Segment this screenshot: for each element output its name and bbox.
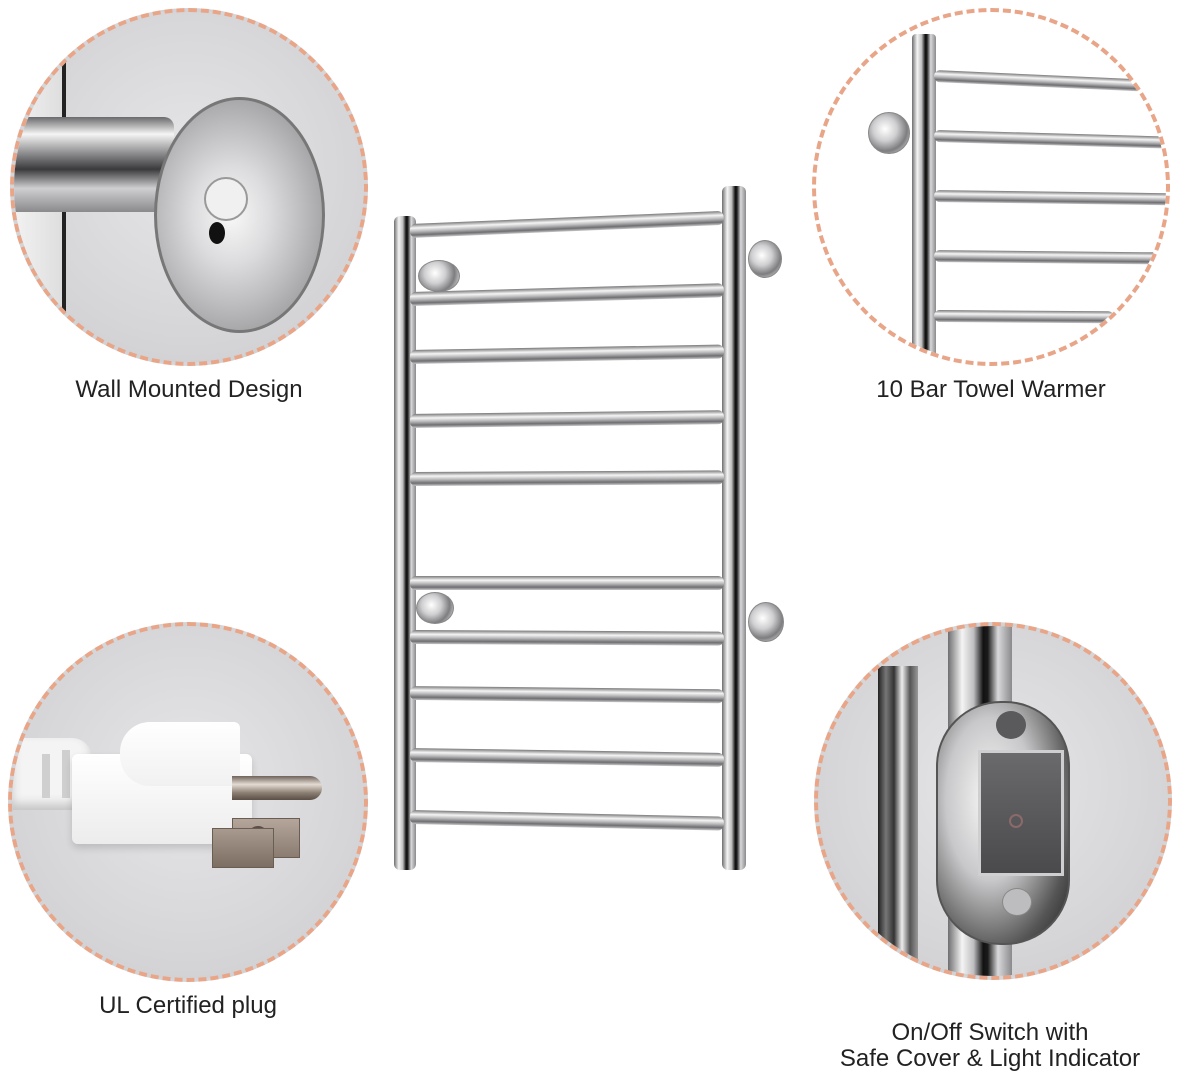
- caption-bar-count: 10 Bar Towel Warmer: [876, 376, 1106, 403]
- caption-switch: On/Off Switch with Safe Cover & Light In…: [790, 1019, 1184, 1073]
- right-vertical-rail: [722, 186, 746, 870]
- left-bottom-wall-mount-icon: [416, 592, 454, 624]
- caption-wall-mounted: Wall Mounted Design: [75, 376, 303, 403]
- bar-3: [409, 344, 725, 364]
- towel-warmer-product-image: [380, 180, 800, 880]
- bar-5: [409, 470, 725, 486]
- bar-10: [409, 810, 725, 831]
- right-top-wall-mount-icon: [748, 240, 782, 278]
- caption-switch-line1: On/Off Switch with: [891, 1019, 1089, 1046]
- bar-detail-image: [812, 8, 1170, 366]
- wall-mount-detail-image: [10, 8, 368, 366]
- power-indicator-icon: [1009, 814, 1023, 828]
- bar-7: [409, 630, 725, 646]
- left-vertical-rail: [394, 216, 416, 870]
- plug-detail-image: [8, 622, 368, 982]
- switch-detail-image: [814, 622, 1172, 980]
- left-top-wall-mount-icon: [418, 260, 460, 292]
- caption-plug: UL Certified plug: [99, 992, 277, 1019]
- bar-9: [409, 748, 725, 767]
- bar-4: [409, 410, 725, 428]
- right-bottom-wall-mount-icon: [748, 602, 784, 642]
- bar-6: [410, 576, 724, 590]
- bar-2: [409, 283, 725, 306]
- mount-pipe-icon: [14, 117, 174, 212]
- ground-pin-icon: [232, 776, 322, 800]
- power-switch-cover-icon: [978, 750, 1064, 876]
- bar-8: [409, 686, 725, 704]
- bar-1: [409, 210, 725, 238]
